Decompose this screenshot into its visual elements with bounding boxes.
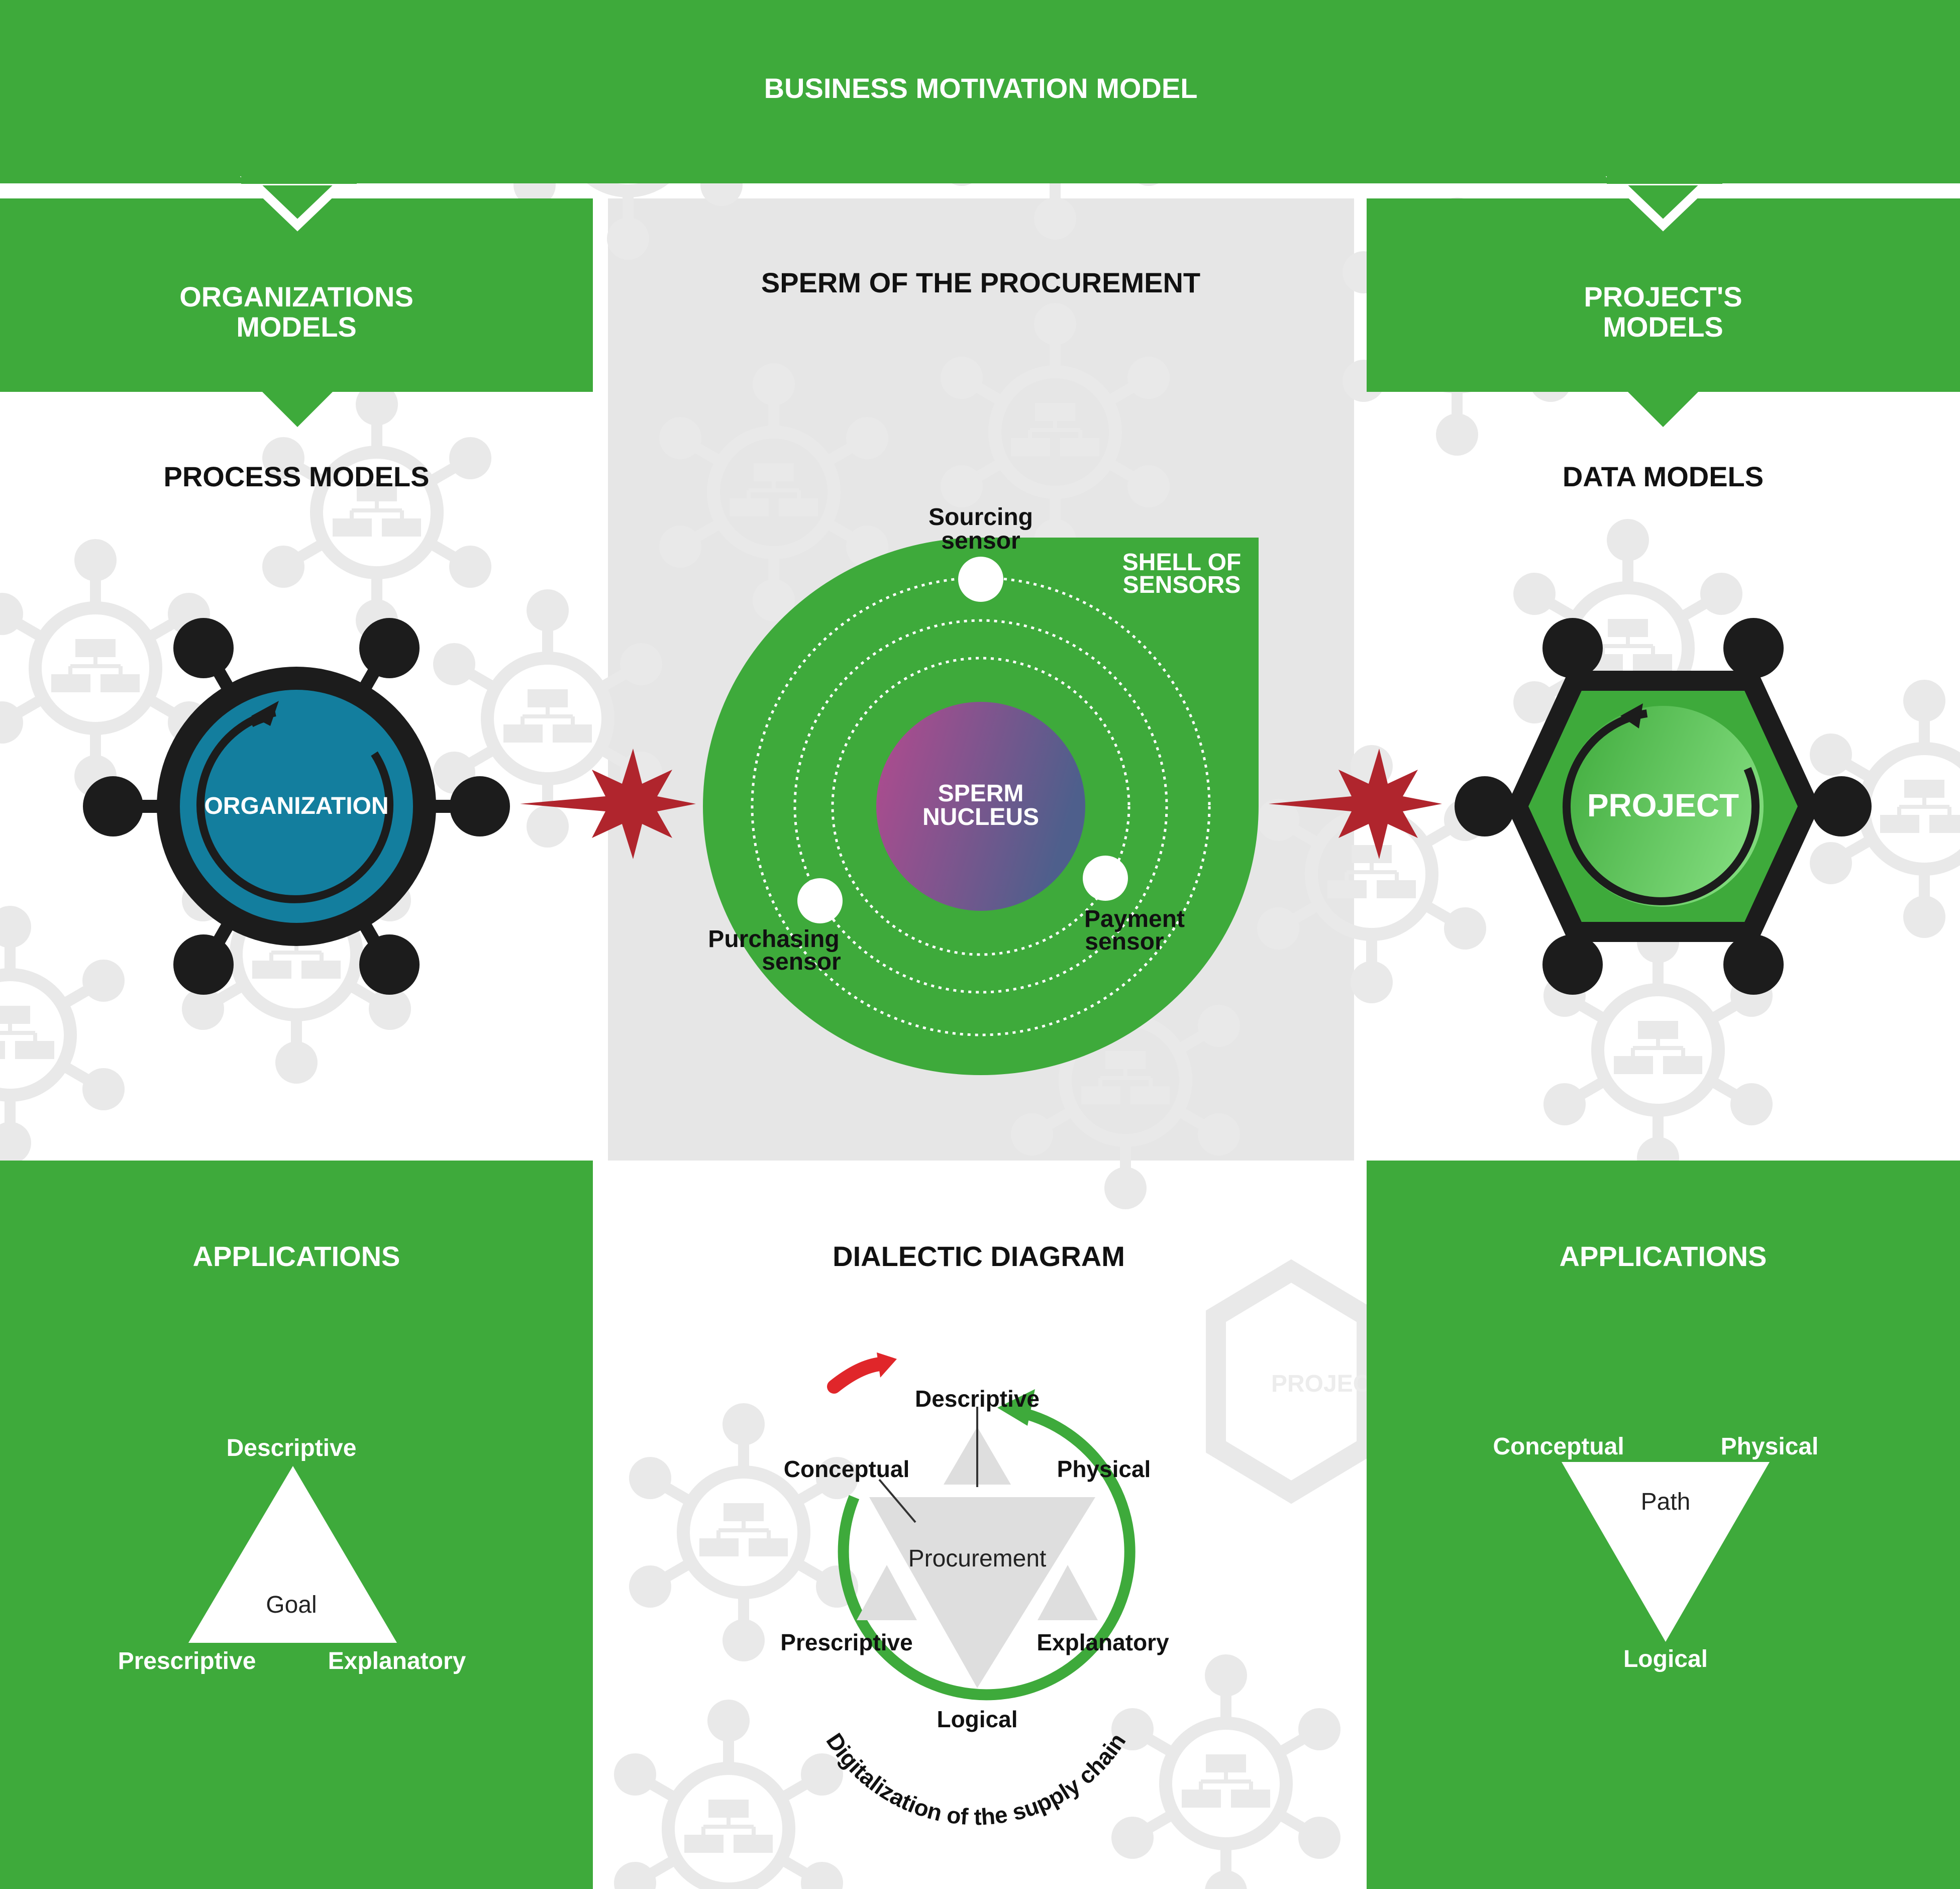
right-banner-line2: MODELS — [1603, 311, 1723, 343]
sourcing-sensor — [958, 557, 1003, 602]
sperm-procurement-title: SPERM OF THE PROCUREMENT — [761, 267, 1200, 298]
digitalization-arc-text-path: Digitalization of the supply chain — [821, 1728, 1130, 1830]
path-top-left-label: Conceptual — [1493, 1433, 1624, 1460]
data-models-title: DATA MODELS — [1563, 461, 1764, 492]
organization-node: ORGANIZATION — [83, 618, 510, 995]
right-red-star — [1269, 749, 1442, 859]
project-label: PROJECT — [1587, 787, 1739, 823]
process-models-title: PROCESS MODELS — [164, 461, 430, 492]
left-red-star — [520, 749, 696, 859]
path-top-right-label: Physical — [1721, 1433, 1819, 1460]
shell-label-line2: SENSORS — [1123, 572, 1241, 598]
path-triangle — [1562, 1462, 1770, 1642]
left-applications-title: APPLICATIONS — [193, 1240, 400, 1272]
goal-bottom-left-label: Prescriptive — [118, 1648, 256, 1674]
payment-sensor — [1083, 856, 1128, 901]
purchasing-label-line1: Purchasing — [708, 926, 839, 953]
payment-label-line2: sensor — [1085, 928, 1164, 955]
path-center-label: Path — [1641, 1489, 1691, 1515]
right-applications: APPLICATIONS Conceptual Physical Path Lo… — [1493, 1240, 1818, 1672]
dialectic-upper-left-label: Conceptual — [784, 1456, 909, 1482]
digitalization-arc-text: Digitalization of the supply chain — [821, 1728, 1130, 1830]
dialectic-lower-left-label: Prescriptive — [780, 1629, 912, 1655]
goal-triangle — [188, 1466, 397, 1643]
left-banner: ORGANIZATIONS MODELS — [0, 171, 593, 427]
nucleus-label-line1: SPERM — [938, 780, 1024, 807]
nucleus-label-line2: NUCLEUS — [922, 804, 1039, 830]
goal-top-label: Descriptive — [227, 1435, 357, 1461]
sperm-nucleus — [876, 702, 1085, 911]
shell-label-line1: SHELL OF — [1122, 549, 1241, 576]
right-banner: PROJECT'S MODELS — [1367, 171, 1960, 427]
purchasing-sensor — [797, 878, 843, 923]
dialectic-bottom-label: Logical — [937, 1706, 1017, 1732]
project-node: PROJECT — [1455, 618, 1872, 995]
left-banner-line1: ORGANIZATIONS — [179, 281, 414, 312]
organization-label: ORGANIZATION — [204, 793, 388, 819]
goal-bottom-right-label: Explanatory — [328, 1648, 466, 1674]
shell-of-sensors: SHELL OF SENSORS SPERM NUCLEUS Sourcing … — [703, 504, 1259, 1075]
header-bar — [0, 0, 1960, 183]
left-banner-line2: MODELS — [236, 311, 357, 343]
sourcing-label-line2: sensor — [941, 528, 1020, 554]
dialectic-upper-right-label: Physical — [1057, 1456, 1151, 1482]
purchasing-label-line2: sensor — [762, 949, 841, 975]
dialectic-diagram: DIALECTIC DIAGRAM Descriptive Conceptual… — [780, 1240, 1169, 1830]
dialectic-lower-right-label: Explanatory — [1037, 1629, 1169, 1655]
header-title: BUSINESS MOTIVATION MODEL — [764, 72, 1198, 104]
dialectic-title: DIALECTIC DIAGRAM — [833, 1240, 1125, 1272]
sourcing-label-line1: Sourcing — [929, 504, 1033, 531]
dialectic-top-label: Descriptive — [915, 1386, 1040, 1412]
payment-label-line1: Payment — [1084, 906, 1185, 932]
right-banner-line1: PROJECT'S — [1584, 281, 1742, 312]
right-applications-title: APPLICATIONS — [1560, 1240, 1767, 1272]
dialectic-center-label: Procurement — [908, 1545, 1047, 1572]
path-bottom-label: Logical — [1623, 1646, 1708, 1672]
watermark-text: PROJEC — [1271, 1371, 1370, 1397]
goal-center-label: Goal — [266, 1592, 317, 1618]
left-applications: APPLICATIONS Descriptive Goal Prescripti… — [118, 1240, 466, 1674]
